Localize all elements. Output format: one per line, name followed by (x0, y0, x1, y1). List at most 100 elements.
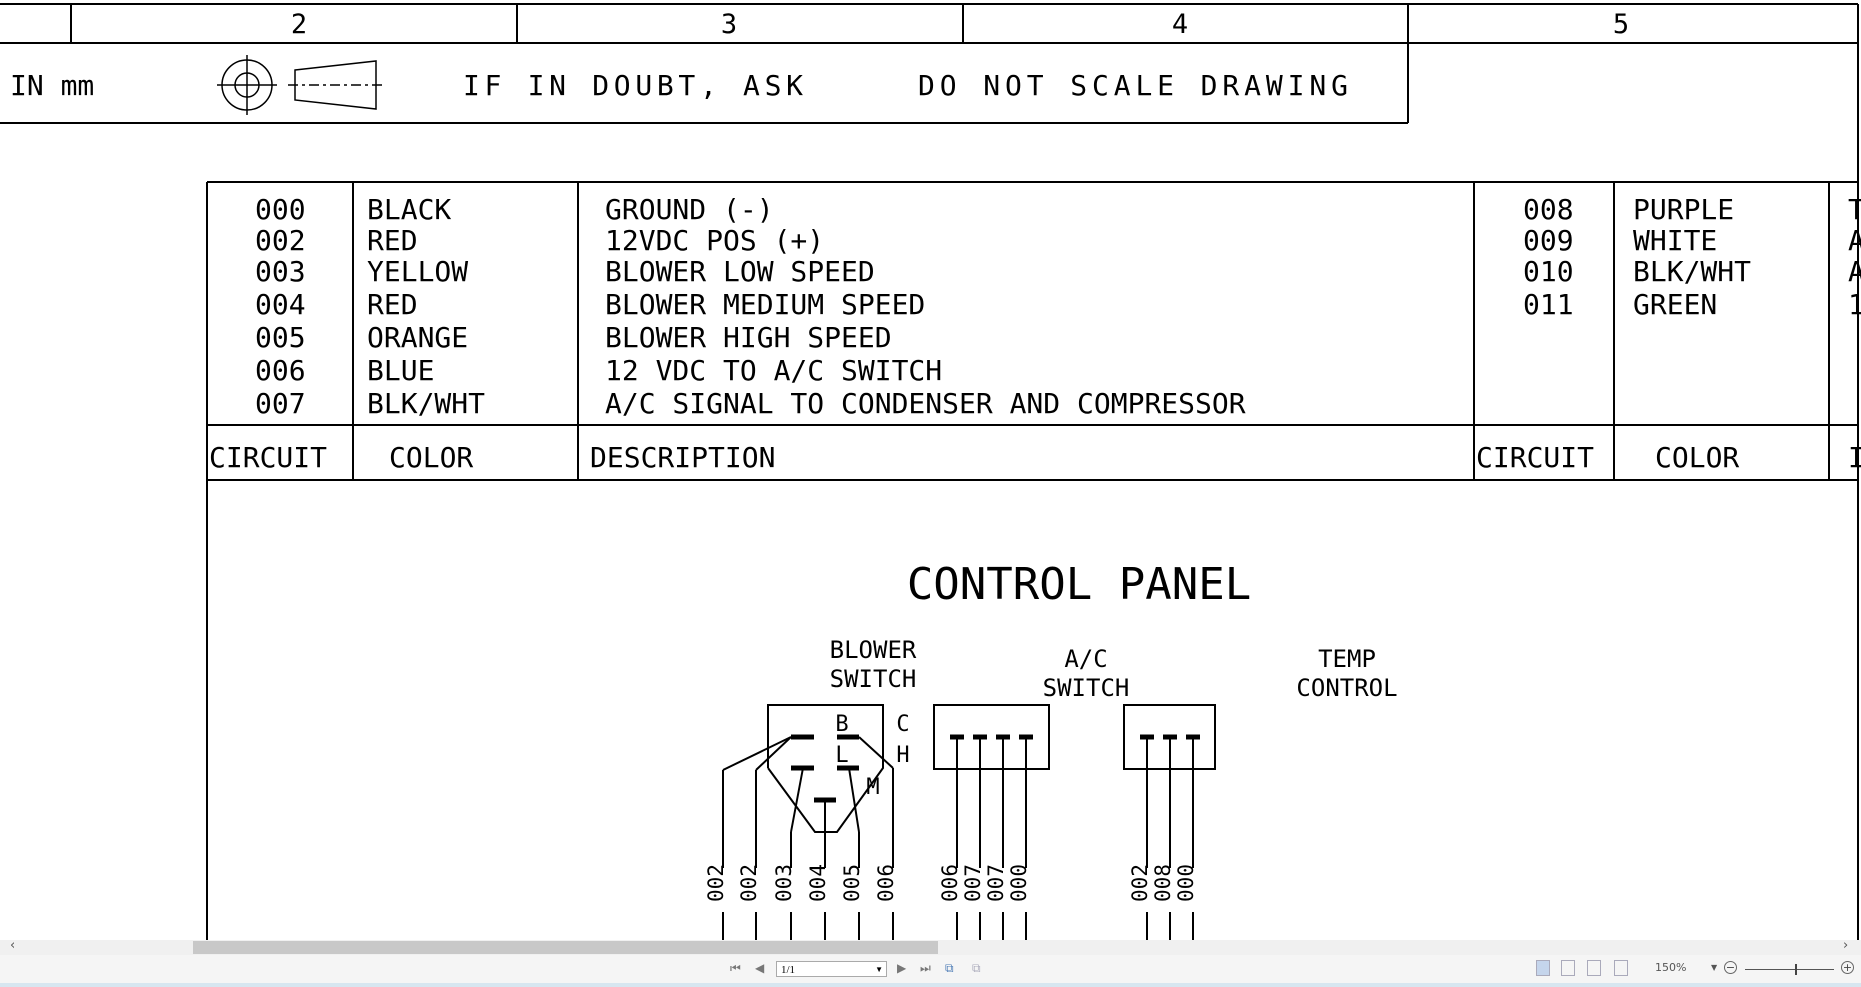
header-circuit-2: CIRCUIT (1476, 441, 1594, 474)
description-cell-partial: 1 (1848, 288, 1861, 321)
diagram-title: CONTROL PANEL (907, 559, 1251, 610)
continuous-facing-view-icon[interactable] (1614, 960, 1628, 976)
next-page-icon[interactable]: ▶ (897, 961, 907, 975)
pin-label: H (896, 743, 909, 768)
note-do-not-scale: DO NOT SCALE DRAWING (918, 69, 1348, 102)
single-page-view-icon[interactable] (1536, 960, 1550, 976)
circuit-cell: 009 (1523, 224, 1574, 257)
wire-label: 004 (806, 864, 830, 902)
color-cell: BLUE (367, 354, 434, 387)
description-cell: BLOWER HIGH SPEED (605, 321, 892, 354)
next-view-icon[interactable]: ⧉ (972, 961, 981, 975)
wire-label: 000 (1174, 864, 1198, 902)
page-number-value: 1/1 (781, 964, 796, 976)
wire-label-gap (782, 868, 800, 912)
color-cell: WHITE (1633, 224, 1717, 257)
header-color-2: COLOR (1655, 441, 1739, 474)
zone-number: 5 (1613, 9, 1629, 40)
zoom-in-icon[interactable]: + (1841, 961, 1854, 974)
scrollbar-thumb[interactable] (193, 941, 938, 954)
scroll-right-arrow-icon[interactable]: › (1843, 938, 1849, 953)
third-angle-projection-icon (217, 55, 382, 115)
blower-switch-label: SWITCH (830, 665, 917, 693)
zoom-slider[interactable] (1745, 964, 1834, 975)
color-cell: BLACK (367, 193, 451, 226)
previous-page-icon[interactable]: ◀ (755, 961, 765, 975)
wire-label: 003 (772, 864, 796, 902)
zoom-out-icon[interactable]: − (1724, 961, 1737, 974)
color-cell: BLK/WHT (1633, 255, 1751, 288)
wire-label-gap (971, 868, 989, 912)
circuit-cell: 002 (255, 224, 306, 257)
first-page-icon[interactable]: ⏮ (730, 961, 741, 975)
units-label: IN mm (10, 69, 94, 102)
wire-label: 002 (704, 864, 728, 902)
zoom-slider-thumb[interactable] (1794, 964, 1797, 975)
description-cell: GROUND (-) (605, 193, 774, 226)
wire-label: 002 (737, 864, 761, 902)
continuous-view-icon[interactable] (1561, 960, 1575, 976)
color-cell: YELLOW (367, 255, 468, 288)
last-page-icon[interactable]: ⏭ (920, 961, 931, 975)
wire-label-gap (994, 868, 1012, 912)
zone-number: 4 (1172, 9, 1188, 40)
wire-label: 006 (874, 864, 898, 902)
color-cell: RED (367, 224, 418, 257)
horizontal-scrollbar[interactable]: ‹ › (0, 938, 1861, 955)
ac-switch-label: SWITCH (1043, 674, 1130, 702)
color-cell: BLK/WHT (367, 387, 485, 420)
scroll-left-arrow-icon[interactable]: ‹ (10, 938, 16, 953)
header-description-2-partial: I (1848, 441, 1861, 474)
header-description: DESCRIPTION (590, 441, 775, 474)
wire-label: 002 (1128, 864, 1152, 902)
description-cell: A/C SIGNAL TO CONDENSER AND COMPRESSOR (605, 387, 1246, 420)
description-cell: 12VDC POS (+) (605, 224, 824, 257)
wire-label-gap (714, 868, 732, 912)
wire-label-gap (1161, 868, 1179, 912)
viewer-status-bar: ⏮ ◀ 1/1 ▼ ▶ ⏭ ⧉ ⧉ 150% ▼ − + (0, 955, 1861, 983)
circuit-cell: 000 (255, 193, 306, 226)
wire-label: 008 (1151, 864, 1175, 902)
wire-label: 006 (938, 864, 962, 902)
header-circuit: CIRCUIT (209, 441, 327, 474)
description-cell-partial: T (1848, 193, 1861, 226)
zoom-dropdown-icon[interactable]: ▼ (1711, 963, 1718, 972)
wire-label-gap (850, 868, 868, 912)
description-cell: 12 VDC TO A/C SWITCH (605, 354, 942, 387)
description-cell-partial: A (1848, 224, 1861, 257)
circuit-cell: 010 (1523, 255, 1574, 288)
wire-label: 007 (961, 864, 985, 902)
zoom-level[interactable]: 150% (1655, 961, 1687, 974)
wire-label-gap (1138, 868, 1156, 912)
zone-number: 3 (721, 9, 737, 40)
description-cell: BLOWER LOW SPEED (605, 255, 875, 288)
circuit-cell: 006 (255, 354, 306, 387)
note-if-in-doubt: IF IN DOUBT, ASK (463, 69, 803, 102)
circuit-cell: 011 (1523, 288, 1574, 321)
temp-control-label: TEMP (1318, 645, 1376, 673)
wire-label: 005 (840, 864, 864, 902)
wire-label: 000 (1007, 864, 1031, 902)
circuit-cell: 003 (255, 255, 306, 288)
blower-switch-label: BLOWER (830, 636, 917, 664)
circuit-cell: 004 (255, 288, 306, 321)
description-cell-partial: A (1848, 255, 1861, 288)
circuit-cell: 007 (255, 387, 306, 420)
previous-view-icon[interactable]: ⧉ (945, 961, 954, 975)
page-dropdown-icon[interactable]: ▼ (875, 965, 883, 974)
zone-number: 2 (291, 9, 307, 40)
wire-label-gap (1184, 868, 1202, 912)
temp-control-label: CONTROL (1296, 674, 1397, 702)
window-bottom-edge (0, 983, 1861, 987)
color-cell: PURPLE (1633, 193, 1734, 226)
wire-label-gap (1017, 868, 1035, 912)
color-cell: ORANGE (367, 321, 468, 354)
ac-switch-label: A/C (1064, 645, 1107, 673)
cad-drawing: 2 3 4 5 IN mm IF IN DOUBT, ASK DO NOT SC… (0, 3, 1861, 940)
pin-label: B (835, 712, 848, 737)
facing-view-icon[interactable] (1587, 960, 1601, 976)
page-number-input[interactable]: 1/1 ▼ (776, 961, 887, 977)
circuit-cell: 008 (1523, 193, 1574, 226)
wire-label-gap (816, 868, 834, 912)
wire-label-gap (747, 868, 765, 912)
